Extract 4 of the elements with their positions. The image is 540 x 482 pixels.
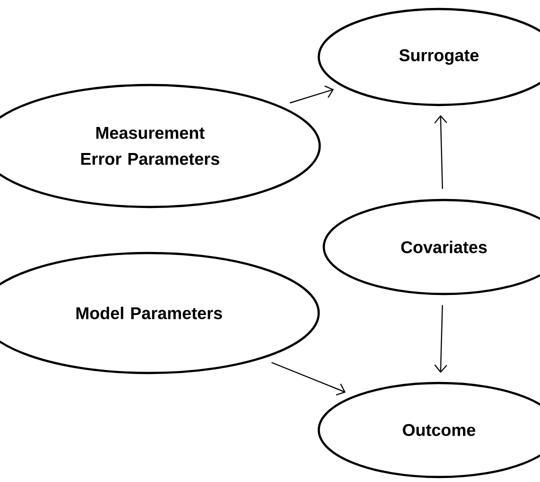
arrow [271,362,346,396]
arrow [434,115,448,189]
arrow [434,305,448,373]
arrow [290,85,334,104]
